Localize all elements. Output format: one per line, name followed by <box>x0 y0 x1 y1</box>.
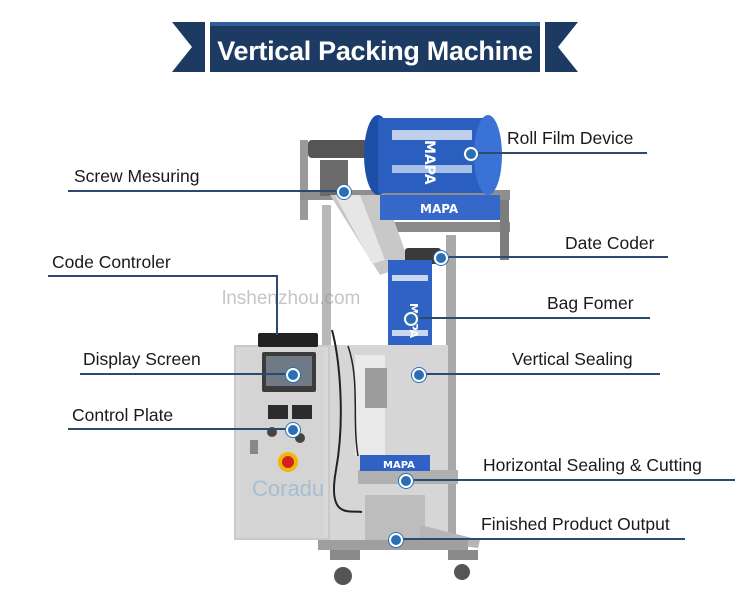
film-print-text-2: MAPA <box>420 202 459 216</box>
leader-line-screw <box>68 190 340 192</box>
title-banner <box>172 18 578 76</box>
cabinet-logo-text: Coradu <box>252 476 325 501</box>
page-title: Vertical Packing Machine <box>217 35 533 66</box>
label-vertical-sealing: Vertical Sealing <box>512 349 633 369</box>
leader-line-display-screen <box>80 373 290 375</box>
marker-dot-horizontal-sealing <box>399 474 413 488</box>
label-finished-product-output: Finished Product Output <box>481 514 670 534</box>
marker-dot-vertical-sealing <box>412 368 426 382</box>
marker-dot-control-plate <box>286 423 300 437</box>
label-horizontal-sealing-cutting: Horizontal Sealing & Cutting <box>483 455 702 475</box>
label-display-screen: Display Screen <box>83 349 201 369</box>
leader-line-date-coder <box>440 256 668 258</box>
leader-line-code-controler <box>48 275 276 277</box>
film-print-text-5: MAPA <box>383 460 415 471</box>
leader-line-finished-product <box>395 538 685 540</box>
label-screw-mesuring: Screw Mesuring <box>74 166 200 186</box>
leader-line-vertical-sealing <box>418 373 660 375</box>
leader-line-control-plate <box>68 428 290 430</box>
marker-dot-finished-product <box>389 533 403 547</box>
label-roll-film-device: Roll Film Device <box>507 128 634 148</box>
marker-dot-bag-fomer <box>404 312 418 326</box>
marker-dot-screw <box>337 185 351 199</box>
leader-line-bag-fomer <box>410 317 650 319</box>
label-control-plate: Control Plate <box>72 405 174 425</box>
marker-dot-display-screen <box>286 368 300 382</box>
leader-line-horizontal-sealing <box>405 479 735 481</box>
leader-line-code-controler-vertical <box>276 275 278 335</box>
marker-dot-date-coder <box>434 251 448 265</box>
label-date-coder: Date Coder <box>565 233 655 253</box>
marker-dot-roll-film <box>464 147 478 161</box>
watermark-text: lnshenzhou.com <box>222 288 361 309</box>
film-print-text: MAPA <box>421 140 437 185</box>
leader-line-roll-film <box>470 152 647 154</box>
label-code-controler: Code Controler <box>52 252 171 272</box>
label-bag-fomer: Bag Fomer <box>547 293 634 313</box>
